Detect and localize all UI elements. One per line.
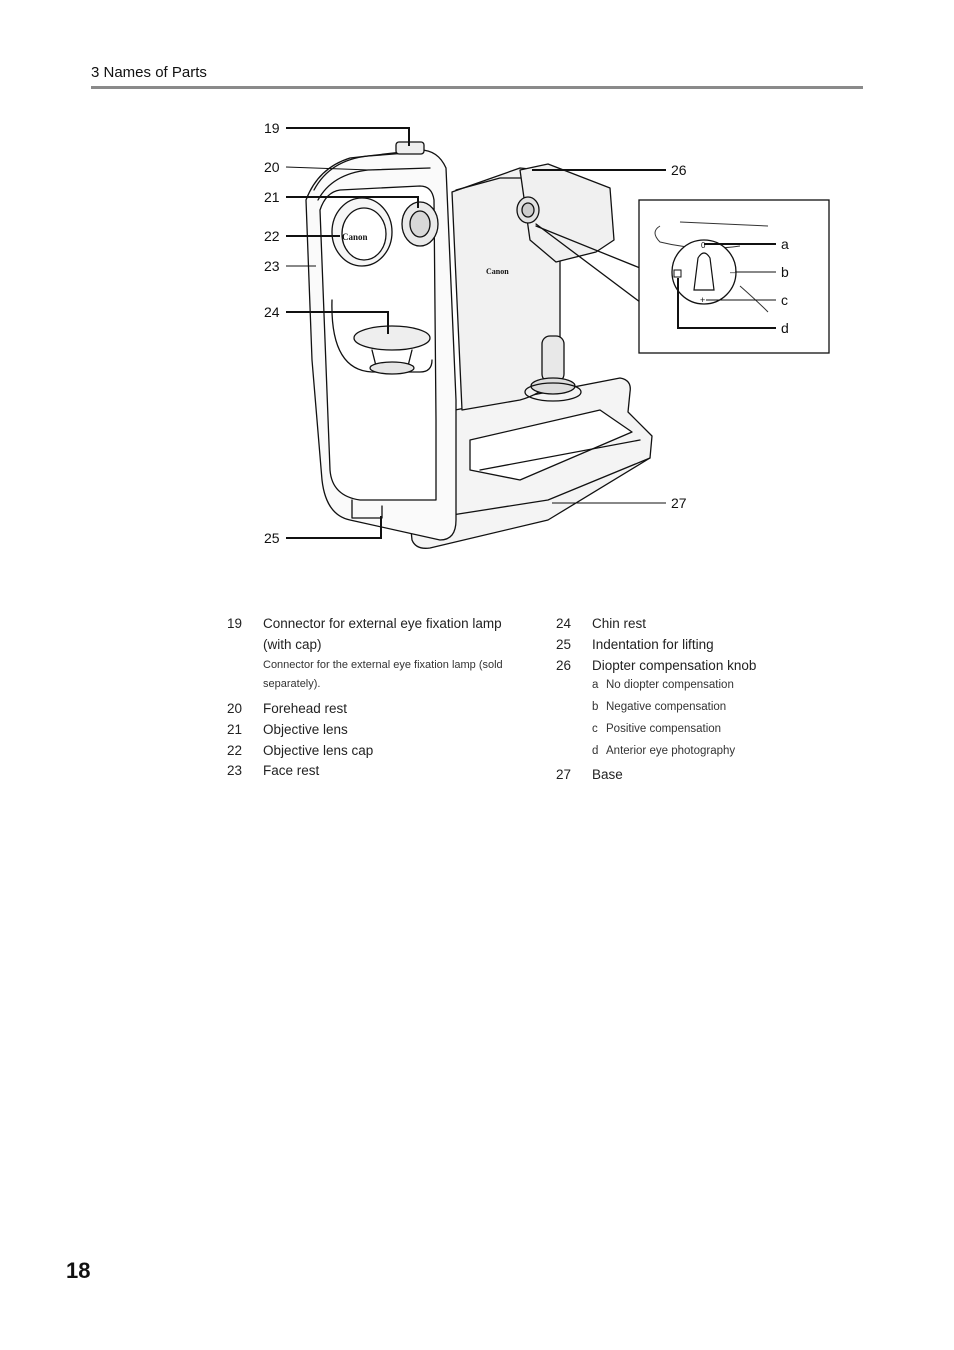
brand-text-cap: Canon xyxy=(342,232,368,242)
item-label: Connector for external eye fixation lamp xyxy=(263,616,502,631)
parts-list-left: 19 Connector for external eye fixation l… xyxy=(227,616,537,796)
item-number: 24 xyxy=(556,616,572,631)
chin-rest xyxy=(353,325,431,351)
callout-26: 26 xyxy=(671,162,687,178)
item-number: 22 xyxy=(227,743,243,758)
callout-25: 25 xyxy=(264,530,280,546)
callout-19: 19 xyxy=(264,120,280,136)
sub-item-letter: c xyxy=(592,723,598,735)
item-label: Chin rest xyxy=(592,616,647,631)
item-note-line2: separately). xyxy=(263,678,321,690)
callout-a: a xyxy=(781,236,789,252)
parts-list-right: 24 Chin rest 25 Indentation for lifting … xyxy=(556,616,856,796)
item-number: 27 xyxy=(556,767,572,782)
sub-item: a No diopter compensation xyxy=(592,679,734,691)
callout-b: b xyxy=(781,264,789,280)
joystick xyxy=(541,335,565,383)
sub-item-text: Negative compensation xyxy=(606,701,727,713)
device-illustration: Canon Canon 0 – + xyxy=(285,127,830,549)
brand-text-body: Canon xyxy=(486,267,509,276)
item-number: 23 xyxy=(227,763,243,778)
callout-c: c xyxy=(781,292,788,308)
item-label-line2: (with cap) xyxy=(263,637,322,652)
item-number: 25 xyxy=(556,637,572,652)
item-label: Base xyxy=(592,767,623,782)
dial-mark-minus: – xyxy=(730,267,735,277)
section-title: 3 Names of Parts xyxy=(91,64,207,81)
sub-item-letter: a xyxy=(592,679,599,691)
callout-d: d xyxy=(781,320,789,336)
item-number: 20 xyxy=(227,701,243,716)
item-note: Connector for the external eye fixation … xyxy=(263,659,503,671)
sub-item: d Anterior eye photography xyxy=(592,745,735,757)
dial-mark-zero: 0 xyxy=(701,241,706,250)
callout-27: 27 xyxy=(671,495,687,511)
item-number: 26 xyxy=(556,658,572,673)
dial-mark-plus: + xyxy=(700,295,705,305)
sub-item: c Positive compensation xyxy=(592,723,721,735)
item-label: Diopter compensation knob xyxy=(592,658,757,673)
item-label: Objective lens cap xyxy=(263,743,374,758)
item-label: Objective lens xyxy=(263,722,348,737)
sub-item-letter: b xyxy=(592,701,599,713)
item-label: Indentation for lifting xyxy=(592,637,714,652)
item-label: Forehead rest xyxy=(263,701,348,716)
anterior-eye-mark xyxy=(673,269,682,278)
sub-item: b Negative compensation xyxy=(592,701,726,713)
callout-24: 24 xyxy=(264,304,280,320)
sub-item-text: Anterior eye photography xyxy=(606,745,736,757)
camera-mount xyxy=(519,163,615,263)
callout-22: 22 xyxy=(264,228,280,244)
callout-23: 23 xyxy=(264,258,280,274)
item-number: 19 xyxy=(227,616,243,631)
callout-21: 21 xyxy=(264,189,280,205)
item-number: 21 xyxy=(227,722,243,737)
callout-20: 20 xyxy=(264,159,280,175)
item-label: Face rest xyxy=(263,763,320,778)
page-number: 18 xyxy=(66,1258,91,1283)
sub-item-letter: d xyxy=(592,745,599,757)
sub-item-text: Positive compensation xyxy=(606,723,722,735)
sub-item-text: No diopter compensation xyxy=(606,679,734,691)
header-rule xyxy=(91,86,863,89)
